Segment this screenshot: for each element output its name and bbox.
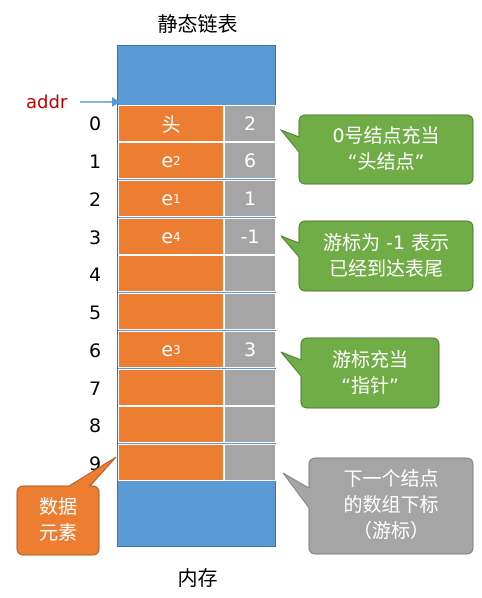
callout-element-text: 数据 元素 (17, 494, 99, 546)
data-text: e (161, 187, 174, 210)
row-index: 7 (88, 378, 102, 400)
data-subscript: 2 (173, 153, 181, 168)
callout-line: “头结点” (347, 151, 425, 173)
callout-line: 已经到达表尾 (328, 258, 443, 280)
cursor-cell: 2 (224, 105, 276, 142)
arrow-right-icon (80, 97, 120, 107)
callout-pointer-shape (280, 337, 440, 409)
table-row (118, 444, 276, 481)
data-cell: 头 (118, 105, 224, 142)
data-cell (118, 369, 224, 406)
callout-next-shape (282, 457, 474, 555)
cursor-cell: -1 (224, 218, 276, 255)
callout-head-text: 0号结点充当 “头结点” (299, 123, 473, 175)
memory-caption: 内存 (177, 566, 218, 590)
cursor-cell (224, 369, 276, 406)
row-index: 4 (88, 264, 102, 286)
table-row (118, 293, 276, 330)
callout-line: 元素 (38, 522, 77, 544)
data-subscript: 3 (173, 342, 181, 357)
callout-line: 游标为 -1 表示 (322, 232, 450, 254)
data-cell (118, 293, 224, 330)
callout-line: “指针” (341, 375, 399, 397)
callout-pointer-text: 游标充当 “指针” (301, 347, 439, 399)
row-index: 8 (88, 415, 102, 437)
table-row (118, 369, 276, 406)
callout-line: 游标充当 (331, 349, 408, 371)
cursor-cell (224, 293, 276, 330)
callout-line: 数据 (38, 496, 77, 518)
data-cell (118, 406, 224, 443)
row-index: 3 (88, 227, 102, 249)
callout-tail-text: 游标为 -1 表示 已经到达表尾 (299, 230, 473, 282)
data-cell (118, 255, 224, 292)
cursor-cell (224, 255, 276, 292)
callout-line: （游标） (352, 520, 429, 542)
data-text: e (161, 225, 174, 248)
data-text: 头 (161, 114, 181, 136)
row-index: 2 (88, 189, 102, 211)
callout-tail-shape (280, 220, 474, 292)
cursor-cell: 3 (224, 331, 276, 368)
cursor-cell (224, 406, 276, 443)
table-row: 头 2 (118, 105, 276, 142)
row-index: 6 (88, 340, 102, 362)
cursor-cell: 6 (224, 142, 276, 179)
diagram-title: 静态链表 (157, 12, 238, 36)
callout-line: 0号结点充当 (332, 125, 440, 147)
addr-label: addr (26, 92, 68, 113)
data-subscript: 1 (173, 191, 181, 206)
data-text: e (161, 338, 174, 361)
data-text: e (161, 149, 174, 172)
callout-element-shape (16, 456, 117, 556)
callout-next-text: 下一个结点 的数组下标 （游标） (309, 466, 473, 544)
callout-line: 下一个结点 (343, 468, 439, 490)
row-index: 5 (88, 302, 102, 324)
table-row (118, 406, 276, 443)
row-index: 0 (88, 113, 102, 135)
callout-line: 的数组下标 (343, 494, 439, 516)
data-cell (118, 444, 224, 481)
cursor-cell: 1 (224, 180, 276, 217)
callout-head-shape (279, 114, 474, 185)
row-index: 1 (88, 151, 102, 173)
cursor-cell (224, 444, 276, 481)
table-row (118, 255, 276, 292)
data-subscript: 4 (173, 229, 181, 244)
